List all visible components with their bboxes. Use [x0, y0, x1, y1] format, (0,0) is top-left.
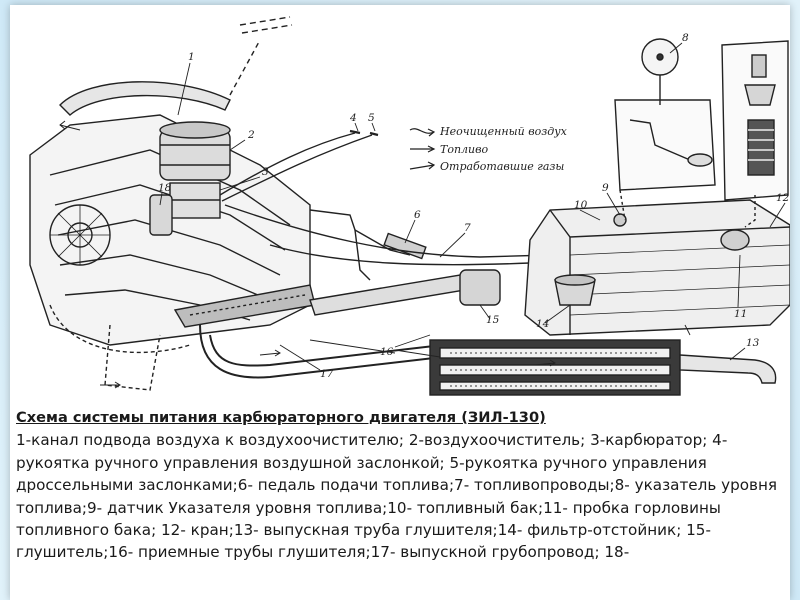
- legend-item-raw-air: Неочищенный воздух: [439, 125, 568, 138]
- carburetor: [169, 182, 221, 219]
- callout-7: 7: [464, 222, 471, 234]
- legend-item-exhaust: Отработавшие газы: [440, 160, 564, 173]
- slide: Неочищенный воздух Топливо Отработавшие …: [10, 5, 790, 600]
- fuel-system-diagram: Неочищенный воздух Топливо Отработавшие …: [29, 16, 790, 396]
- muffler: [459, 269, 501, 306]
- callout-6: 6: [414, 209, 421, 221]
- tailpipe: [679, 354, 777, 384]
- fuel-pump: [149, 194, 173, 236]
- callout-12: 12: [776, 192, 790, 204]
- fuel-lines: [224, 204, 551, 266]
- legend-arrows: [409, 128, 436, 170]
- fuel-tank: [524, 199, 790, 336]
- callouts: 1 2 3 4 5 6 7 8 9 10 11 12 13 14 15 16 1…: [158, 32, 790, 380]
- callout-9: 9: [602, 182, 609, 194]
- callout-18: 18: [158, 182, 172, 194]
- callout-16: 16: [380, 346, 394, 358]
- caption-body: 1-канал подвода воздуха к воздухоочистит…: [16, 431, 778, 562]
- caption-title: Схема системы питания карбюраторного дви…: [16, 409, 546, 426]
- callout-2: 2: [247, 129, 255, 141]
- callout-15: 15: [486, 314, 500, 326]
- muffler-cutaway: [429, 339, 681, 396]
- filter-settler: [554, 274, 596, 306]
- callout-3: 3: [262, 166, 269, 178]
- legend-item-fuel: Топливо: [440, 143, 489, 156]
- callout-13: 13: [746, 337, 760, 349]
- fuel-tap-inset: [721, 40, 789, 228]
- air-intake-channel: [59, 16, 293, 116]
- callout-17: 17: [320, 368, 334, 380]
- caption: Схема системы питания карбюраторного дви…: [16, 407, 786, 564]
- legend: Неочищенный воздух Топливо Отработавшие …: [439, 125, 568, 173]
- callout-4: 4: [349, 112, 357, 124]
- callout-5: 5: [368, 112, 375, 124]
- callout-11: 11: [734, 308, 747, 320]
- air-cleaner: [159, 121, 231, 181]
- callout-1: 1: [188, 51, 195, 63]
- fuel-gauge-inset: [614, 38, 716, 221]
- callout-8: 8: [682, 32, 689, 44]
- callout-14: 14: [536, 318, 549, 330]
- callout-10: 10: [574, 199, 588, 211]
